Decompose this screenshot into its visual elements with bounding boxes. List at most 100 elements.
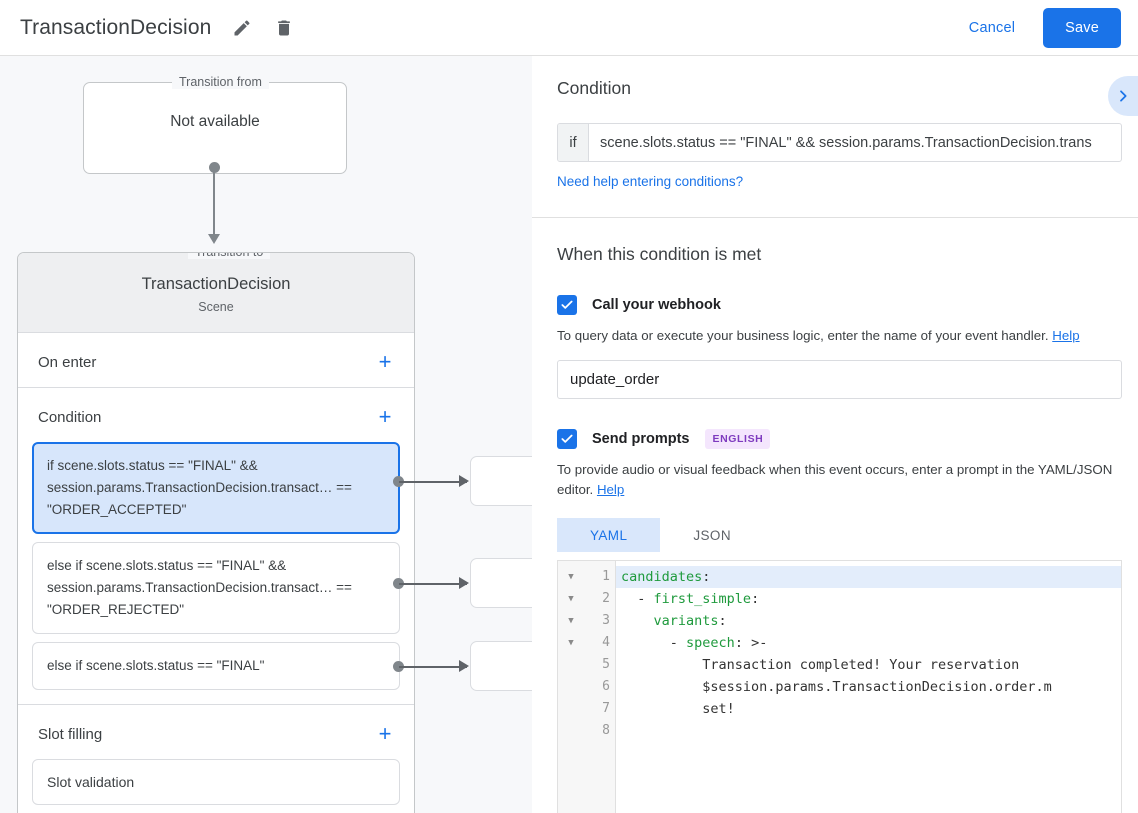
when-met-heading: When this condition is met: [557, 244, 762, 264]
code-line[interactable]: Transaction completed! Your reservation: [621, 657, 1020, 673]
send-prompts-label: Send prompts: [592, 431, 690, 447]
code-line[interactable]: set!: [621, 701, 735, 717]
code-fold-arrow-icon[interactable]: ▼: [568, 594, 574, 604]
code-fold-spacer: [558, 654, 584, 676]
code-fold-arrow-icon[interactable]: ▼: [568, 616, 574, 626]
trash-icon[interactable]: [267, 11, 301, 45]
prompts-help-link[interactable]: Help: [596, 482, 625, 497]
code-yaml-key: speech: [686, 635, 735, 651]
edge-line-1: [399, 583, 467, 585]
code-line-number: 7: [602, 701, 610, 716]
cancel-button[interactable]: Cancel: [955, 11, 1029, 45]
edge-target-box-1[interactable]: [470, 558, 532, 608]
slot-filling-list: Slot validation: [18, 759, 414, 813]
call-webhook-label: Call your webhook: [592, 297, 721, 313]
top-app-bar: TransactionDecision Cancel Save: [0, 0, 1138, 56]
condition-help-link[interactable]: Need help entering conditions?: [557, 174, 744, 189]
scene-name: TransactionDecision: [141, 275, 291, 293]
code-line[interactable]: - first_simple:: [621, 591, 760, 607]
code-yaml-key: candidates: [621, 569, 703, 585]
section-slot-filling: Slot filling + Slot validation: [18, 705, 414, 813]
code-fold-spacer: [558, 698, 584, 720]
transition-to-card: Transition to TransactionDecision Scene …: [17, 252, 415, 813]
code-line[interactable]: - speech: >-: [621, 635, 768, 651]
edge-dot-0: [393, 476, 404, 487]
condition-prefix-label: if: [558, 124, 589, 161]
add-slot-filling-button[interactable]: +: [378, 721, 392, 746]
code-fold-gutter[interactable]: ▼ ▼ ▼ ▼: [558, 561, 584, 813]
condition-item-2[interactable]: else if scene.slots.status == "FINAL": [32, 642, 400, 690]
prompts-hint-text: To provide audio or visual feedback when…: [557, 462, 1113, 497]
scene-graph-canvas[interactable]: Transition from Not available Transition…: [0, 56, 532, 813]
section-title-condition: Condition: [38, 408, 102, 426]
code-fold-spacer: [558, 676, 584, 698]
section-title-on-enter: On enter: [38, 353, 97, 371]
section-on-enter: On enter +: [18, 333, 414, 388]
connector-arrowhead: [208, 234, 220, 244]
code-fold-arrow-icon[interactable]: ▼: [568, 572, 574, 582]
transition-to-legend: Transition to: [188, 253, 271, 259]
add-on-enter-button[interactable]: +: [378, 349, 392, 374]
code-fold-arrow-icon[interactable]: ▼: [568, 638, 574, 648]
add-condition-button[interactable]: +: [378, 404, 392, 429]
chevron-right-icon[interactable]: [1108, 76, 1138, 116]
condition-item-1[interactable]: else if scene.slots.status == "FINAL" &&…: [32, 542, 400, 634]
page-title: TransactionDecision: [20, 15, 212, 39]
webhook-help-link[interactable]: Help: [1052, 328, 1080, 343]
webhook-handler-input[interactable]: [557, 360, 1122, 399]
when-condition-met-section: When this condition is met Call your web…: [532, 218, 1138, 813]
condition-input[interactable]: [589, 124, 1121, 161]
transition-from-value: Not available: [170, 113, 260, 130]
code-line-number: 1: [602, 569, 610, 584]
code-line[interactable]: variants:: [653, 613, 727, 629]
slot-validation-item[interactable]: Slot validation: [32, 759, 400, 805]
edge-dot-2: [393, 661, 404, 672]
section-title-slot-filling: Slot filling: [38, 725, 103, 743]
connector-line: [213, 168, 215, 240]
edge-line-2: [399, 666, 467, 668]
topbar-actions: Cancel Save: [955, 7, 1138, 48]
code-fold-spacer: [558, 720, 584, 742]
code-line[interactable]: $session.params.TransactionDecision.orde…: [621, 679, 1052, 695]
code-line[interactable]: [616, 720, 1121, 742]
section-condition: Condition + if scene.slots.status == "FI…: [18, 388, 414, 705]
code-line-number: 5: [602, 657, 610, 672]
send-prompts-checkbox[interactable]: [557, 429, 577, 449]
save-button[interactable]: Save: [1043, 7, 1121, 48]
editor-format-tabs: YAML JSON: [557, 518, 1122, 552]
condition-detail-panel: Condition if Need help entering conditio…: [532, 56, 1138, 813]
connector-dot: [209, 162, 220, 173]
prompts-hint: To provide audio or visual feedback when…: [557, 460, 1122, 500]
tab-yaml[interactable]: YAML: [557, 518, 661, 552]
condition-list: if scene.slots.status == "FINAL" && sess…: [18, 442, 414, 704]
send-prompts-checkbox-row: Send prompts ENGLISH: [557, 429, 1122, 449]
condition-item-0[interactable]: if scene.slots.status == "FINAL" && sess…: [32, 442, 400, 534]
webhook-checkbox-row: Call your webhook: [557, 295, 1122, 315]
transition-from-card: Transition from Not available: [83, 75, 347, 174]
code-yaml-key: first_simple: [653, 591, 752, 607]
webhook-hint-text: To query data or execute your business l…: [557, 328, 1049, 343]
scene-header[interactable]: TransactionDecision Scene: [18, 253, 414, 333]
code-yaml-key: variants: [653, 613, 719, 629]
code-line[interactable]: candidates:: [616, 566, 1121, 588]
edge-target-box-0[interactable]: [470, 456, 532, 506]
code-line-number: 4: [602, 635, 610, 650]
edge-line-0: [399, 481, 467, 483]
edge-arrowhead-2: [459, 660, 469, 672]
pencil-icon[interactable]: [225, 11, 259, 45]
code-line-number: 6: [602, 679, 610, 694]
language-badge: ENGLISH: [705, 429, 771, 449]
edge-target-box-2[interactable]: [470, 641, 532, 691]
call-webhook-checkbox[interactable]: [557, 295, 577, 315]
code-line-number: 2: [602, 591, 610, 606]
condition-field[interactable]: if: [557, 123, 1122, 162]
code-content-area[interactable]: candidates: - first_simple: variants: - …: [616, 561, 1121, 813]
code-line-number: 3: [602, 613, 610, 628]
edge-arrowhead-0: [459, 475, 469, 487]
tab-json[interactable]: JSON: [693, 527, 731, 543]
edge-arrowhead-1: [459, 577, 469, 589]
scene-type: Scene: [198, 300, 234, 314]
webhook-hint: To query data or execute your business l…: [557, 326, 1122, 346]
